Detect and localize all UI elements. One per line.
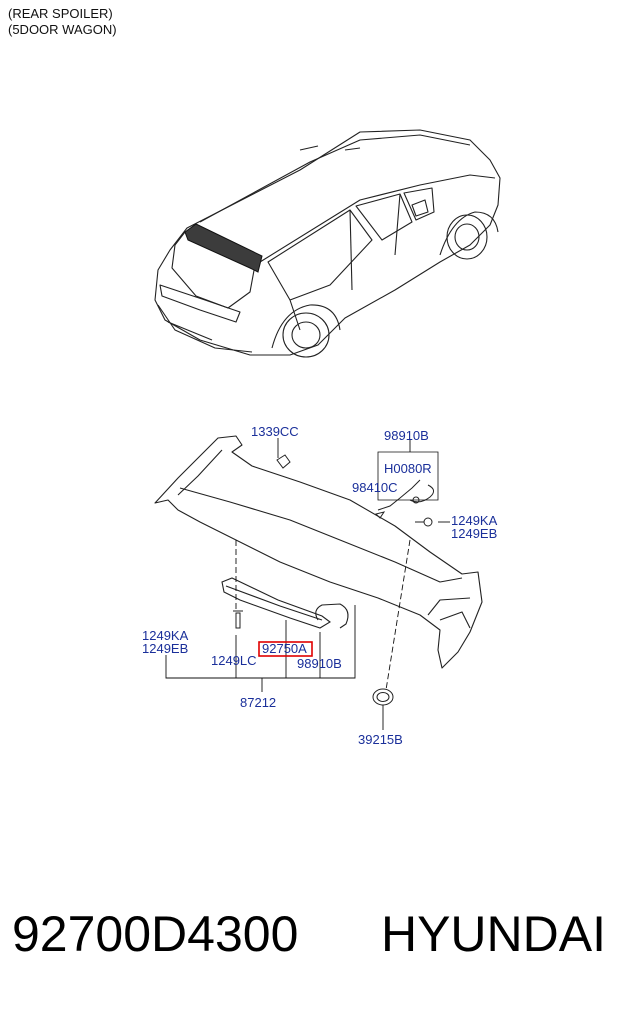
parts-diagram: 1339CC 98910B H0080R 98410C 1249KA 1249E… — [142, 129, 501, 747]
label-H0080R: H0080R — [384, 461, 432, 476]
spoiler-assembly — [154, 435, 483, 669]
label-87212: 87212 — [240, 695, 276, 710]
header-subtitle: (5DOOR WAGON) — [8, 22, 117, 37]
label-1249LC: 1249LC — [211, 653, 257, 668]
label-1249KA-right: 1249KA — [451, 513, 498, 528]
label-98410C: 98410C — [352, 480, 398, 495]
stop-lamp — [221, 577, 349, 629]
label-92750A: 92750A — [262, 641, 307, 656]
header-title: (REAR SPOILER) — [8, 6, 113, 21]
label-1249EB-right: 1249EB — [451, 526, 497, 541]
leader-lines — [165, 438, 450, 730]
label-98910B-bottom: 98910B — [297, 656, 342, 671]
part-number: 92700D4300 — [12, 906, 299, 962]
brand-name: HYUNDAI — [380, 906, 606, 962]
car-illustration — [154, 129, 501, 358]
highlight-92750A — [258, 641, 313, 657]
label-1249EB-left: 1249EB — [142, 641, 188, 656]
label-98910B-top: 98910B — [384, 428, 429, 443]
car-spoiler-highlight — [184, 223, 263, 273]
label-39215B: 39215B — [358, 732, 403, 747]
label-1339CC: 1339CC — [251, 424, 299, 439]
label-1249KA-left: 1249KA — [142, 628, 189, 643]
diagram-header: (REAR SPOILER) (5DOOR WAGON) — [8, 6, 117, 38]
